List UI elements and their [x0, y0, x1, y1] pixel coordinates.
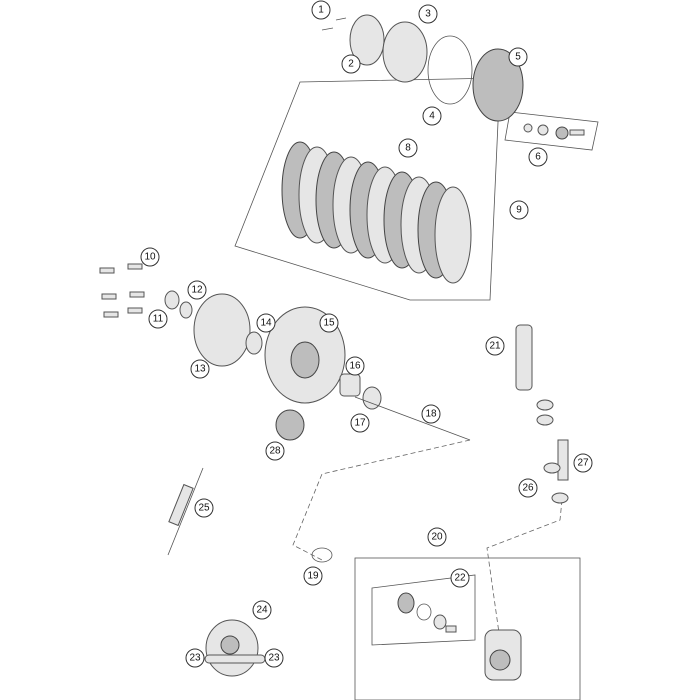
callout-28[interactable]: 28 — [265, 441, 285, 461]
pressure-plate — [472, 48, 524, 122]
callout-3[interactable]: 3 — [418, 4, 438, 24]
callout-4[interactable]: 4 — [422, 106, 442, 126]
callout-14[interactable]: 14 — [256, 313, 276, 333]
callout-26[interactable]: 26 — [518, 478, 538, 498]
studs — [99, 263, 145, 318]
callout-19[interactable]: 19 — [303, 566, 323, 586]
callout-number: 1 — [318, 5, 324, 16]
callout-number: 27 — [577, 458, 589, 469]
callout-9[interactable]: 9 — [509, 200, 529, 220]
callout-15[interactable]: 15 — [319, 313, 339, 333]
callout-1[interactable]: 1 — [311, 0, 331, 20]
callout-8[interactable]: 8 — [398, 138, 418, 158]
clutch-disc — [382, 21, 428, 83]
callout-number: 23 — [189, 653, 201, 664]
grease-syringe — [167, 467, 204, 556]
pushrod-bearing — [523, 123, 585, 140]
callout-11[interactable]: 11 — [148, 309, 168, 329]
nut — [164, 290, 180, 310]
clutch-plates-stack — [281, 141, 472, 284]
slave-cylinder — [484, 629, 522, 681]
callout-23[interactable]: 23 — [185, 648, 205, 668]
callout-23[interactable]: 23 — [264, 648, 284, 668]
inner-clutch-hub — [193, 293, 251, 367]
callout-25[interactable]: 25 — [194, 498, 214, 518]
callout-number: 15 — [323, 318, 335, 329]
callout-number: 10 — [144, 252, 156, 263]
callout-18[interactable]: 18 — [421, 404, 441, 424]
o-ring — [427, 35, 473, 105]
bolts — [321, 17, 347, 31]
callout-number: 4 — [429, 111, 435, 122]
callout-16[interactable]: 16 — [345, 356, 365, 376]
gear — [275, 409, 305, 441]
callout-20[interactable]: 20 — [427, 527, 447, 547]
callout-number: 2 — [348, 59, 354, 70]
callout-number: 9 — [516, 205, 522, 216]
callout-number: 20 — [431, 532, 443, 543]
slave-cylinder-frame — [354, 557, 581, 700]
clutch-line-right — [486, 499, 563, 641]
callout-12[interactable]: 12 — [187, 280, 207, 300]
callout-number: 14 — [260, 318, 272, 329]
callout-number: 5 — [515, 52, 521, 63]
callout-number: 25 — [198, 503, 210, 514]
callout-13[interactable]: 13 — [190, 359, 210, 379]
callout-24[interactable]: 24 — [252, 600, 272, 620]
clutch-cover — [204, 619, 266, 677]
callout-number: 19 — [307, 571, 319, 582]
callout-number: 21 — [489, 341, 501, 352]
callout-number: 3 — [425, 9, 431, 20]
callout-22[interactable]: 22 — [450, 568, 470, 588]
callout-number: 28 — [269, 446, 281, 457]
callout-number: 6 — [535, 152, 541, 163]
banjo-fitting — [536, 399, 569, 504]
callout-27[interactable]: 27 — [573, 453, 593, 473]
washer — [245, 331, 263, 355]
push-rod — [354, 396, 471, 441]
bleeder-valve — [515, 324, 533, 391]
callout-number: 16 — [349, 361, 361, 372]
lock-washer — [179, 301, 193, 319]
seal-kit-parts — [397, 592, 457, 633]
seal-kit-frame — [371, 574, 476, 646]
callout-number: 17 — [354, 418, 366, 429]
callout-number: 22 — [454, 573, 466, 584]
callout-number: 13 — [194, 364, 206, 375]
callout-number: 23 — [268, 653, 280, 664]
pressure-plate-frame — [504, 111, 599, 151]
callout-number: 12 — [191, 285, 203, 296]
callout-number: 11 — [153, 314, 164, 325]
callout-21[interactable]: 21 — [485, 336, 505, 356]
callout-17[interactable]: 17 — [350, 413, 370, 433]
clutch-pack-frame — [234, 77, 501, 301]
o-ring-hose — [311, 547, 333, 563]
needle-bearing — [339, 373, 361, 397]
callout-2[interactable]: 2 — [341, 54, 361, 74]
clutch-line-left — [292, 439, 471, 561]
callout-10[interactable]: 10 — [140, 247, 160, 267]
callout-number: 18 — [425, 409, 437, 420]
callout-number: 24 — [256, 605, 268, 616]
bushing — [362, 386, 382, 410]
callout-number: 26 — [522, 483, 534, 494]
clutch-plate — [434, 186, 472, 284]
callout-6[interactable]: 6 — [528, 147, 548, 167]
basket-hub — [290, 341, 320, 379]
spring-retainer — [349, 14, 385, 66]
callout-5[interactable]: 5 — [508, 47, 528, 67]
callout-number: 8 — [405, 143, 411, 154]
